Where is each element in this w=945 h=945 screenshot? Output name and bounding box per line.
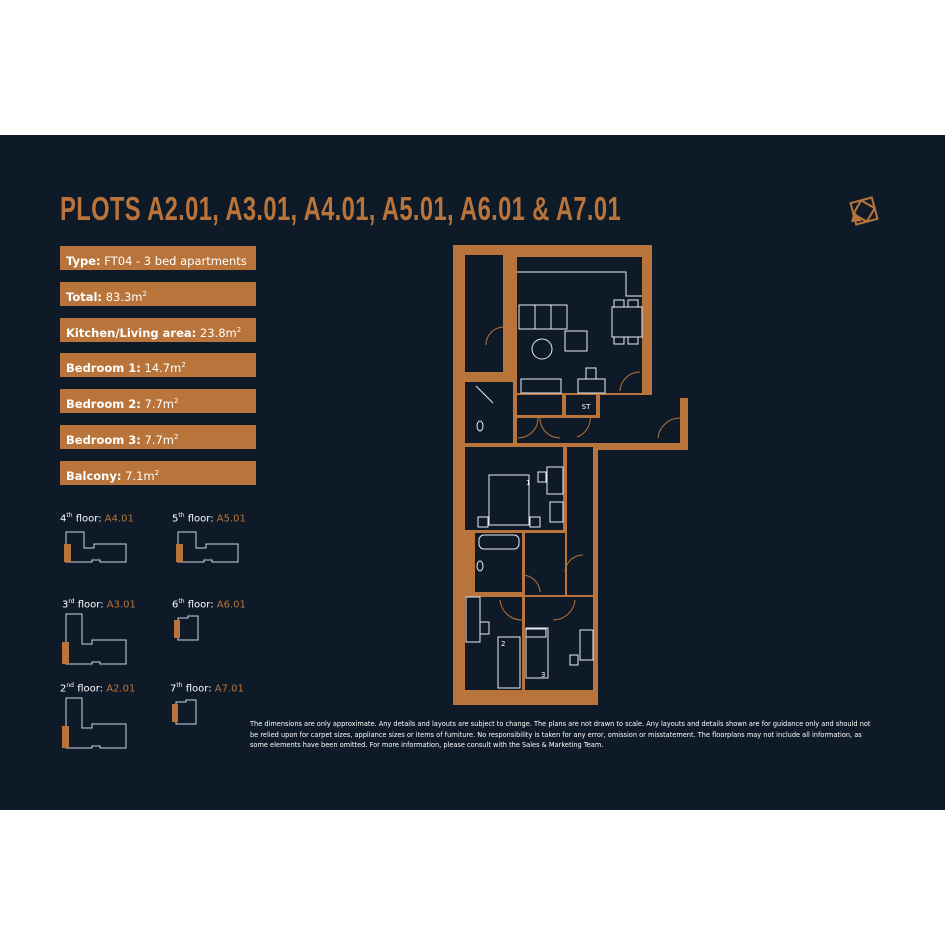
spec-label: Kitchen/Living area: bbox=[66, 325, 197, 340]
spec-bar: Bedroom 3: 7.7m2 bbox=[60, 425, 256, 449]
spec-bar: Total: 83.3m2 bbox=[60, 282, 256, 306]
floor-label: 2nd floor: A2.01 bbox=[60, 682, 135, 694]
floor-number: 4 bbox=[60, 513, 67, 525]
apartment-floor-plan: ST 1 2 3 bbox=[453, 245, 688, 705]
floor-number: 2 bbox=[60, 683, 67, 695]
floor-suffix: nd bbox=[66, 682, 74, 689]
floor-suffix: th bbox=[176, 682, 183, 689]
floor-text: floor: bbox=[77, 683, 104, 695]
corridor bbox=[517, 418, 680, 443]
plot-number: A2.01 bbox=[106, 683, 136, 695]
disclaimer-text: The dimensions are only approximate. Any… bbox=[250, 720, 871, 749]
hall-lower bbox=[525, 533, 565, 595]
spec-value: 7.7m bbox=[144, 396, 175, 411]
floor-suffix: th bbox=[66, 512, 73, 519]
plot-number: A3.01 bbox=[106, 599, 136, 611]
spec-label: Type: bbox=[66, 253, 101, 268]
spec-unit: 2 bbox=[154, 469, 160, 477]
floor-label: 6th floor: A6.01 bbox=[172, 598, 246, 610]
floor-7-keyplan bbox=[172, 699, 197, 725]
floor-4-keyplan bbox=[64, 531, 127, 563]
plot-number: A5.01 bbox=[216, 513, 246, 525]
spec-value: 7.7m bbox=[144, 432, 175, 447]
spec-bar: Balcony: 7.1m2 bbox=[60, 461, 256, 485]
plot-number: A6.01 bbox=[216, 599, 246, 611]
floor-number: 7 bbox=[170, 683, 177, 695]
spec-value: 14.7m bbox=[144, 360, 182, 375]
spec-unit: 2 bbox=[174, 433, 179, 441]
spec-bar: Bedroom 2: 7.7m2 bbox=[60, 389, 256, 413]
floor-label: 5th floor: A5.01 bbox=[172, 512, 246, 524]
spec-label: Balcony: bbox=[66, 468, 122, 483]
floor-text: floor: bbox=[77, 599, 104, 611]
bedroom-3 bbox=[525, 597, 593, 690]
floor-label: 7th floor: A7.01 bbox=[170, 682, 244, 694]
hallway bbox=[567, 447, 593, 595]
spec-label: Bedroom 2: bbox=[66, 396, 141, 411]
brand-logo-icon bbox=[849, 196, 879, 226]
bedroom-2-number: 2 bbox=[501, 640, 505, 648]
spec-value: FT04 - 3 bed apartments bbox=[104, 253, 247, 268]
spec-bar: Bedroom 1: 14.7m2 bbox=[60, 353, 256, 377]
plot-number: A7.01 bbox=[214, 683, 244, 695]
store bbox=[566, 395, 596, 415]
spec-unit: 2 bbox=[142, 290, 147, 298]
floor-number: 6 bbox=[172, 599, 179, 611]
floor-6-keyplan bbox=[174, 615, 199, 641]
floor-5-keyplan bbox=[176, 531, 239, 563]
page-title: PLOTS A2.01, A3.01, A4.01, A5.01, A6.01 … bbox=[60, 190, 622, 227]
floor-text: floor: bbox=[75, 513, 102, 525]
spec-label: Total: bbox=[66, 289, 103, 304]
kitchen-strip bbox=[517, 395, 562, 415]
spec-value: 23.8m bbox=[199, 325, 237, 340]
spec-bar: Type: FT04 - 3 bed apartments bbox=[60, 246, 256, 270]
spec-unit: 2 bbox=[236, 326, 242, 334]
floor-number: 3 bbox=[62, 599, 69, 611]
floor-label: 3rd floor: A3.01 bbox=[62, 598, 136, 610]
floor-suffix: rd bbox=[68, 598, 75, 605]
plot-number: A4.01 bbox=[104, 513, 134, 525]
bedroom-3-number: 3 bbox=[541, 671, 545, 679]
living-room bbox=[517, 257, 642, 393]
spec-unit: 2 bbox=[181, 361, 186, 369]
bedroom-1-number: 1 bbox=[526, 479, 530, 487]
floor-suffix: th bbox=[178, 512, 185, 519]
bedroom-1 bbox=[465, 447, 563, 530]
floor-2-keyplan bbox=[62, 697, 127, 749]
spec-unit: 2 bbox=[174, 397, 179, 405]
balcony bbox=[465, 255, 503, 372]
store-label: ST bbox=[582, 403, 591, 411]
bathroom bbox=[475, 533, 522, 592]
spec-value: 83.3m bbox=[105, 289, 143, 304]
floor-number: 5 bbox=[172, 513, 179, 525]
floor-label: 4th floor: A4.01 bbox=[60, 512, 134, 524]
spec-value: 7.1m bbox=[125, 468, 155, 483]
spec-label: Bedroom 1: bbox=[66, 360, 141, 375]
floor-3-keyplan bbox=[62, 613, 127, 665]
floor-text: floor: bbox=[185, 683, 212, 695]
floor-suffix: th bbox=[178, 598, 185, 605]
floor-text: floor: bbox=[187, 599, 214, 611]
bedroom-2 bbox=[465, 597, 522, 690]
spec-bar: Kitchen/Living area: 23.8m2 bbox=[60, 318, 256, 342]
spec-label: Bedroom 3: bbox=[66, 432, 141, 447]
shower-room bbox=[465, 382, 513, 443]
floor-text: floor: bbox=[187, 513, 214, 525]
